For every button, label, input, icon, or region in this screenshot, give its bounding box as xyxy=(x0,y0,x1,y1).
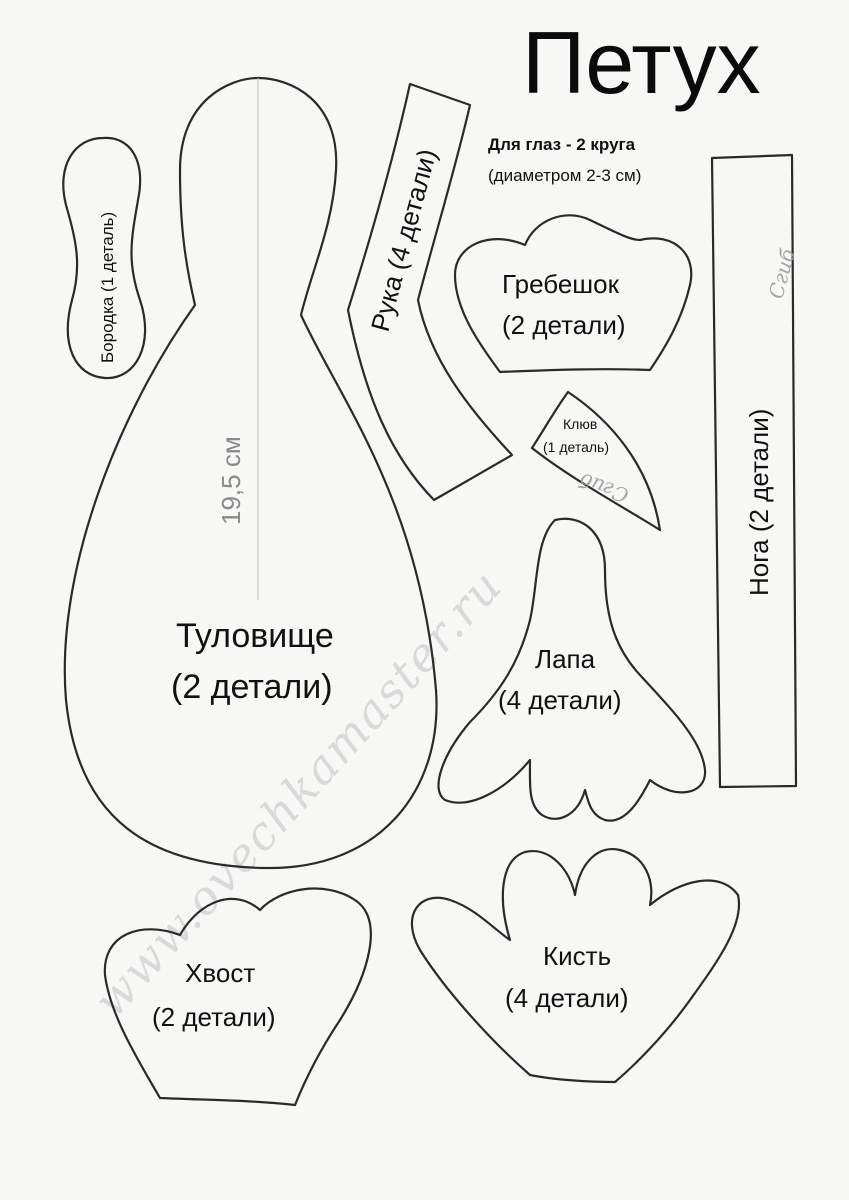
hand-outline xyxy=(410,847,741,1084)
leg-outline xyxy=(710,153,798,789)
tail-label-name: Хвост xyxy=(185,958,255,988)
eyes-note-line2: (диаметром 2-3 см) xyxy=(488,166,641,185)
beard-outline xyxy=(62,136,147,380)
foot-outline xyxy=(437,517,707,822)
leg-label: Нога (2 детали) xyxy=(744,409,774,596)
comb-outline xyxy=(453,214,693,374)
leg-fold-label: Сгиб xyxy=(764,246,800,302)
tail-outline xyxy=(103,887,372,1107)
body-label-name: Туловище xyxy=(176,617,334,655)
foot-label-name: Лапа xyxy=(535,644,596,674)
body-label-count: (2 детали) xyxy=(171,668,333,706)
eyes-note-line1: Для глаз - 2 круга xyxy=(488,135,636,154)
hand-label-count: (4 детали) xyxy=(505,983,629,1013)
beak-fold-label: Сгиб xyxy=(575,468,631,508)
beard-label: Бородка (1 деталь) xyxy=(98,212,117,363)
page-title: Петух xyxy=(522,13,761,112)
body-height-label: 19,5 см xyxy=(216,436,246,525)
tail-label-count: (2 детали) xyxy=(152,1002,276,1032)
arm-label: Рука (4 детали) xyxy=(365,146,443,335)
arm-outline xyxy=(346,82,514,502)
comb-label-count: (2 детали) xyxy=(502,310,626,340)
foot-label-count: (4 детали) xyxy=(498,685,622,715)
beak-label-count: (1 деталь) xyxy=(543,439,609,455)
body-outline xyxy=(63,76,438,870)
beak-outline xyxy=(530,390,662,532)
hand-label-name: Кисть xyxy=(543,941,611,971)
beak-label-name: Клюв xyxy=(563,416,597,432)
comb-label-name: Гребешок xyxy=(502,269,620,299)
